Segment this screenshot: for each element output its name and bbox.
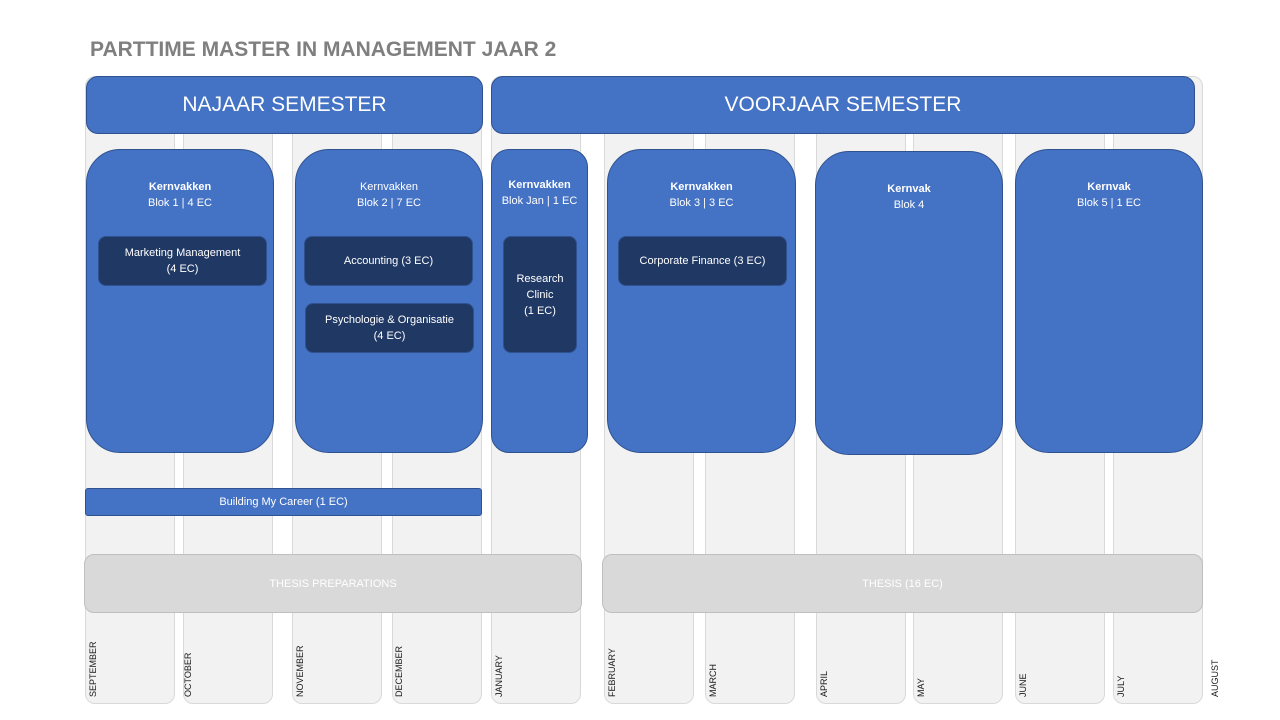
block-title: Kernvakken bbox=[508, 179, 571, 191]
semester-header-spring: VOORJAAR SEMESTER bbox=[491, 76, 1195, 134]
block-title: Kernvak bbox=[887, 183, 931, 195]
block-title: Kernvakken bbox=[359, 181, 419, 193]
month-label-june: JUNE bbox=[1018, 673, 1028, 697]
course-credits: (1 EC) bbox=[524, 304, 556, 317]
block-subtitle: Blok 2 | 7 EC bbox=[357, 197, 421, 209]
block-3: Kernvakken Blok 3 | 3 EC bbox=[607, 149, 796, 453]
course-name-2: Clinic bbox=[526, 288, 554, 301]
block-subtitle: Blok 4 bbox=[893, 199, 925, 211]
month-label-february: FEBRUARY bbox=[607, 648, 617, 697]
block-2: Kernvakken Blok 2 | 7 EC bbox=[295, 149, 483, 453]
month-label-december: DECEMBER bbox=[394, 645, 404, 697]
month-label-may: MAY bbox=[916, 678, 926, 697]
block-1: Kernvakken Blok 1 | 4 EC bbox=[86, 149, 274, 453]
course-name: Psychologie & Organisatie bbox=[324, 314, 454, 326]
block-4: Kernvak Blok 4 bbox=[815, 151, 1003, 455]
month-label-september: SEPTEMBER bbox=[88, 641, 98, 697]
course-marketing-management[interactable]: Marketing Management (4 EC) bbox=[98, 236, 267, 286]
course-accounting[interactable]: Accounting (3 EC) bbox=[304, 236, 473, 286]
month-label-july: JULY bbox=[1116, 675, 1126, 697]
course-corporate-finance[interactable]: Corporate Finance (3 EC) bbox=[618, 236, 787, 286]
course-name: Marketing Management bbox=[124, 247, 241, 259]
course-name: Accounting (3 EC) bbox=[343, 255, 434, 267]
block-subtitle: Blok 5 | 1 EC bbox=[1077, 197, 1141, 209]
course-psychologie-organisatie[interactable]: Psychologie & Organisatie (4 EC) bbox=[305, 303, 474, 353]
thesis-preparations-bar[interactable]: THESIS PREPARATIONS bbox=[84, 554, 582, 613]
semester-header-fall: NAJAAR SEMESTER bbox=[86, 76, 483, 134]
month-label-october: OCTOBER bbox=[183, 652, 193, 697]
thesis-bar[interactable]: THESIS (16 EC) bbox=[602, 554, 1203, 613]
course-research-clinic[interactable]: Research Clinic (1 EC) bbox=[503, 236, 577, 353]
block-title: Kernvakken bbox=[148, 181, 212, 193]
course-name: Research bbox=[516, 272, 564, 285]
block-title: Kernvakken bbox=[670, 181, 733, 193]
month-label-march: MARCH bbox=[708, 664, 718, 697]
block-title: Kernvak bbox=[1087, 181, 1131, 193]
building-my-career-bar[interactable]: Building My Career (1 EC) bbox=[85, 488, 482, 516]
month-label-november: NOVEMBER bbox=[295, 645, 305, 697]
month-label-january: JANUARY bbox=[494, 655, 504, 697]
page-title: PARTTIME MASTER IN MANAGEMENT JAAR 2 bbox=[90, 38, 557, 61]
block-subtitle: Blok 3 | 3 EC bbox=[669, 197, 734, 209]
block-5: Kernvak Blok 5 | 1 EC bbox=[1015, 149, 1203, 453]
month-label-august: AUGUST bbox=[1210, 659, 1220, 697]
month-label-april: APRIL bbox=[819, 670, 829, 697]
block-subtitle: Blok 1 | 4 EC bbox=[148, 197, 212, 209]
block-subtitle: Blok Jan | 1 EC bbox=[501, 195, 578, 207]
course-credits: (4 EC) bbox=[166, 263, 199, 275]
course-name: Corporate Finance (3 EC) bbox=[639, 255, 766, 267]
course-credits: (4 EC) bbox=[373, 330, 406, 342]
